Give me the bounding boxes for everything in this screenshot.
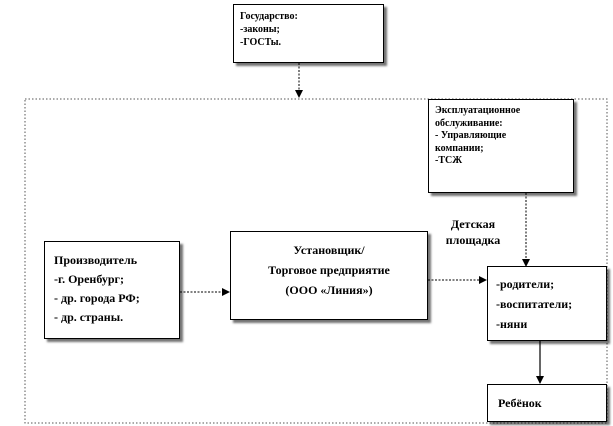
node-manufacturer-item-countries: - др. страны. (54, 310, 124, 324)
node-maintenance-item-hoa: -ТСЖ (435, 155, 463, 166)
playground-label-line2: площадка (445, 233, 501, 247)
node-caregivers-item-parents: -родители; (496, 277, 555, 291)
playground-label: Детская площадка (437, 216, 509, 248)
node-child-label: Ребёнок (498, 396, 542, 410)
playground-label-line1: Детская (450, 217, 496, 231)
node-maintenance-title-line1: Эксплуатационное (435, 105, 521, 116)
node-maintenance-title-line2: обслуживание: (435, 117, 503, 129)
node-caregivers-item-nannies: -няни (496, 317, 528, 331)
node-maintenance-item-mgmt-line2: компании; (435, 142, 484, 154)
node-state-title: Государство: (240, 11, 298, 22)
playground-region-border (24, 98, 608, 424)
node-maintenance-item-mgmt-line1: - Управляющие (435, 130, 507, 141)
node-manufacturer-item-cities: - др. города РФ; (54, 291, 140, 305)
node-state-item-laws: -законы; (240, 24, 280, 35)
node-installer: Установщик/ Торговое предприятие (ООО «Л… (230, 231, 428, 320)
node-caregivers-item-educators: -воспитатели; (496, 297, 573, 311)
node-child: Ребёнок (487, 384, 607, 422)
node-installer-title-line1: Установщик/ (293, 243, 365, 257)
node-state: Государство: -законы; -ГОСТы. (233, 4, 384, 63)
node-state-item-gosts: -ГОСТы. (240, 37, 282, 48)
node-manufacturer-item-orenburg: -г. Оренбург; (54, 272, 125, 286)
node-caregivers: -родители; -воспитатели; -няни (487, 266, 607, 341)
node-maintenance: Эксплуатационное обслуживание: - Управля… (428, 99, 574, 193)
node-installer-title-line2: Торговое предприятие (268, 263, 390, 277)
node-manufacturer-title: Производитель (54, 253, 138, 267)
node-installer-company: (ООО «Линия») (285, 283, 373, 297)
node-manufacturer: Производитель -г. Оренбург; - др. города… (44, 241, 180, 339)
